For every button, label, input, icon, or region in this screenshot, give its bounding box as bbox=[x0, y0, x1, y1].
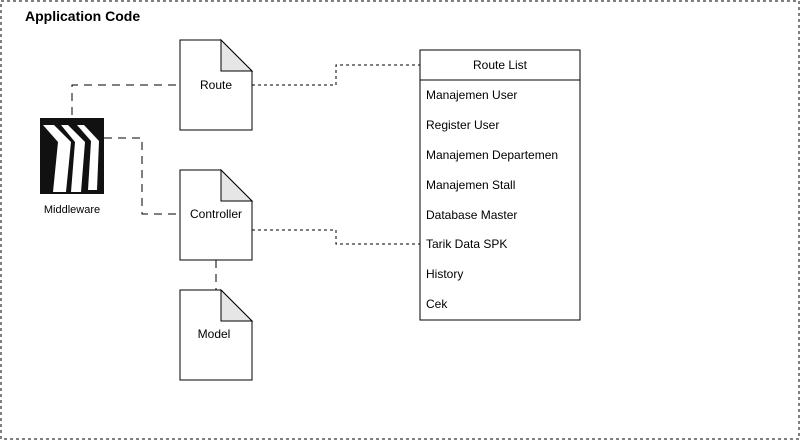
route-list-box: Route List Manajemen User Register User … bbox=[419, 49, 581, 321]
page-fold-icon bbox=[220, 288, 254, 322]
connector-route-routelist bbox=[252, 64, 420, 86]
connector-middleware-route bbox=[71, 84, 180, 115]
controller-document[interactable]: Controller bbox=[179, 168, 254, 261]
page-fold-icon bbox=[220, 38, 254, 72]
connector-controller-routelist bbox=[252, 229, 420, 245]
route-document[interactable]: Route bbox=[179, 38, 254, 131]
route-label: Route bbox=[200, 78, 232, 92]
container-title: Application Code bbox=[25, 8, 140, 24]
middleware-label: Middleware bbox=[44, 204, 100, 216]
route-list-item[interactable]: Tarik Data SPK bbox=[426, 237, 507, 251]
controller-label: Controller bbox=[190, 207, 242, 221]
connector-middleware-controller bbox=[104, 137, 180, 215]
page-fold-icon bbox=[220, 168, 254, 202]
model-document[interactable]: Model bbox=[179, 288, 254, 381]
route-list-item[interactable]: Register User bbox=[426, 118, 499, 132]
route-list-item[interactable]: Database Master bbox=[426, 208, 517, 222]
route-list-item[interactable]: Cek bbox=[426, 297, 448, 311]
route-list-item[interactable]: History bbox=[426, 267, 463, 281]
model-label: Model bbox=[198, 327, 231, 341]
route-list-item[interactable]: Manajemen Stall bbox=[426, 178, 515, 192]
route-list-title: Route List bbox=[473, 58, 528, 72]
route-list-item[interactable]: Manajemen Departemen bbox=[426, 148, 558, 162]
route-list-item[interactable]: Manajemen User bbox=[426, 88, 517, 102]
middleware-logo-icon[interactable] bbox=[40, 118, 104, 194]
connectors bbox=[71, 64, 420, 290]
